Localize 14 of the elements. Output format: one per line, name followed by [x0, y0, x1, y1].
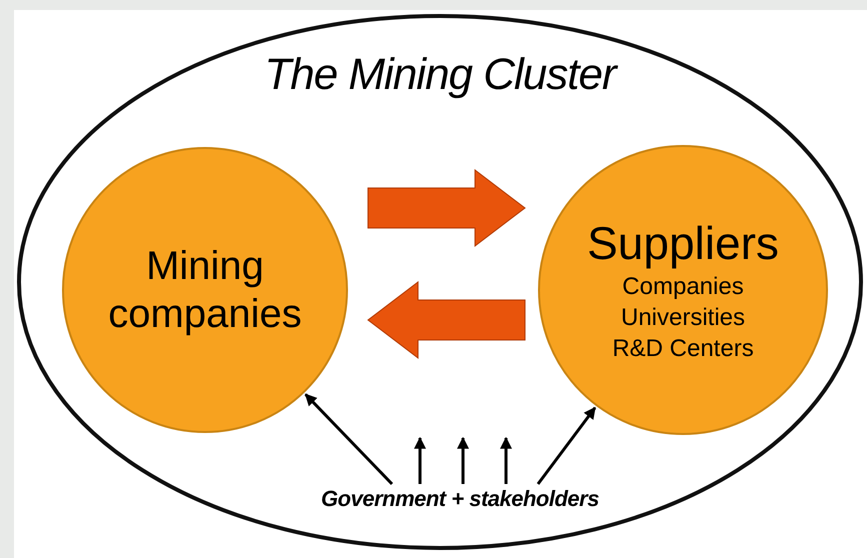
- circle-title: Suppliers: [587, 216, 779, 271]
- arrow: [457, 436, 469, 484]
- arrow: [414, 436, 426, 484]
- caption-text: Government + stakeholders: [321, 486, 599, 512]
- list-item: Universities: [620, 303, 746, 333]
- block-arrow: [367, 281, 526, 359]
- circle-title: Mining companies: [107, 243, 303, 338]
- cluster-label: The Mining Cluster: [263, 50, 619, 100]
- arrow: [500, 436, 512, 484]
- list-item: Companies: [622, 272, 744, 302]
- block-arrow: [368, 169, 526, 247]
- arrow: [304, 393, 394, 486]
- list-item: R&D Centers: [612, 334, 754, 364]
- arrow: [536, 406, 596, 485]
